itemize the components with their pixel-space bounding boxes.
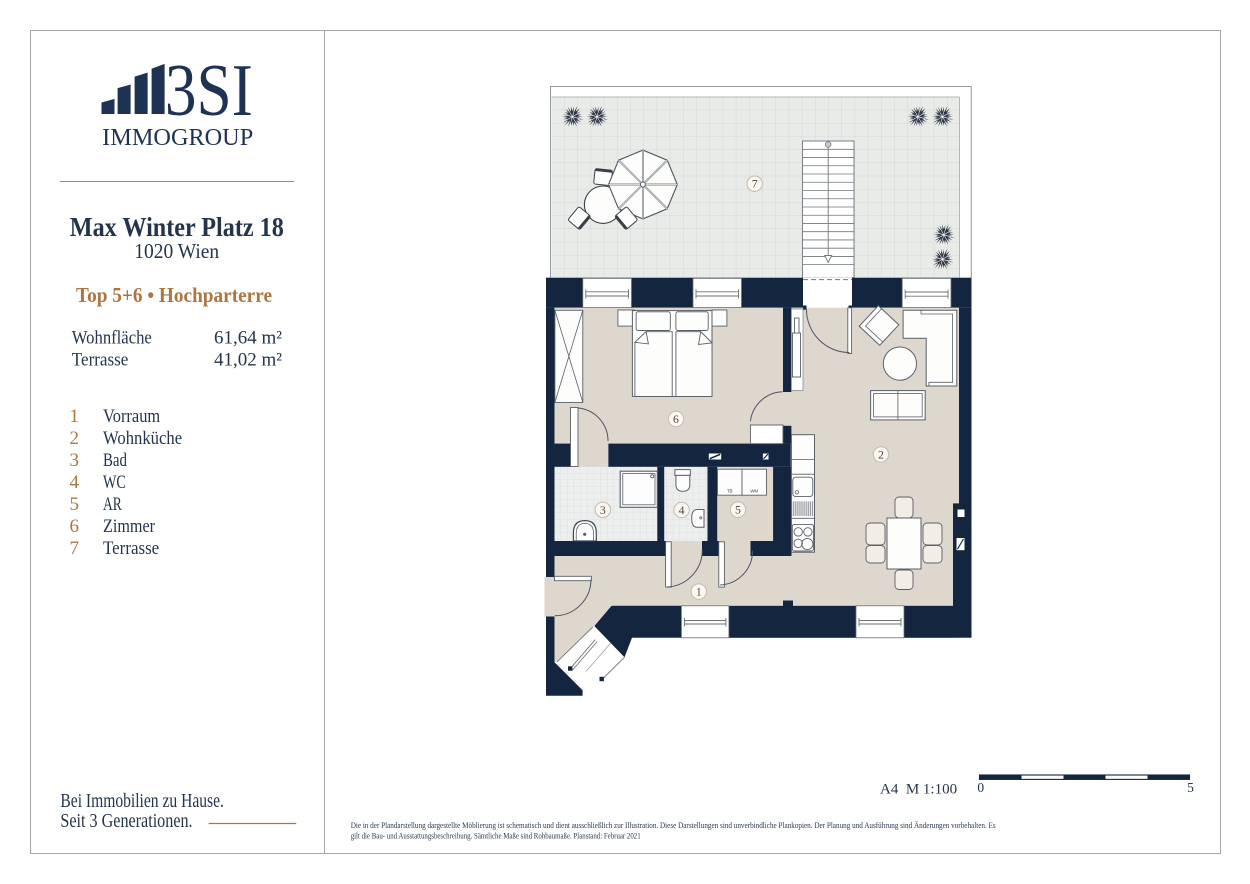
- svg-text:5: 5: [735, 503, 741, 517]
- svg-text:WC: WC: [103, 472, 126, 493]
- svg-text:A4 M 1:100: A4 M 1:100: [880, 782, 957, 798]
- svg-text:Zimmer: Zimmer: [103, 516, 156, 537]
- svg-text:4: 4: [679, 503, 685, 517]
- svg-text:Die in der Plandarstellung dar: Die in der Plandarstellung dargestellte …: [351, 820, 997, 830]
- svg-text:6: 6: [673, 412, 679, 426]
- svg-text:WM: WM: [750, 489, 758, 494]
- svg-text:7: 7: [70, 538, 80, 559]
- svg-text:Bei Immobilien zu Hause.: Bei Immobilien zu Hause.: [60, 790, 224, 812]
- svg-text:3: 3: [70, 450, 80, 471]
- svg-text:AR: AR: [103, 494, 122, 515]
- svg-text:1: 1: [70, 406, 80, 427]
- svg-text:2: 2: [878, 448, 884, 462]
- svg-text:TB: TB: [727, 489, 733, 494]
- svg-text:IMMOGROUP: IMMOGROUP: [102, 125, 253, 151]
- svg-text:Wohnfläche: Wohnfläche: [72, 328, 152, 349]
- svg-text:Vorraum: Vorraum: [103, 406, 160, 427]
- svg-text:4: 4: [70, 472, 80, 493]
- svg-text:2: 2: [70, 428, 80, 449]
- svg-text:3SI: 3SI: [165, 50, 253, 132]
- svg-text:0: 0: [977, 780, 984, 795]
- svg-text:Seit 3 Generationen.: Seit 3 Generationen.: [60, 810, 192, 832]
- svg-text:3: 3: [600, 503, 606, 517]
- svg-text:Top 5+6 • Hochparterre: Top 5+6 • Hochparterre: [76, 283, 272, 307]
- svg-text:Bad: Bad: [103, 450, 127, 471]
- svg-text:Max Winter Platz 18: Max Winter Platz 18: [70, 212, 284, 242]
- svg-text:Wohnküche: Wohnküche: [103, 428, 182, 449]
- svg-text:Terrasse: Terrasse: [72, 350, 129, 371]
- svg-text:7: 7: [752, 177, 758, 191]
- svg-text:1: 1: [696, 585, 702, 599]
- svg-text:5: 5: [1187, 780, 1194, 795]
- svg-text:61,64 m²: 61,64 m²: [214, 328, 282, 349]
- svg-text:41,02 m²: 41,02 m²: [214, 350, 282, 371]
- svg-text:1020 Wien: 1020 Wien: [134, 239, 219, 263]
- svg-text:gilt die Bau- und Ausstattungs: gilt die Bau- und Ausstattungsbeschreibu…: [351, 831, 641, 841]
- svg-text:5: 5: [70, 494, 80, 515]
- svg-text:6: 6: [70, 516, 80, 537]
- svg-text:Terrasse: Terrasse: [103, 538, 159, 559]
